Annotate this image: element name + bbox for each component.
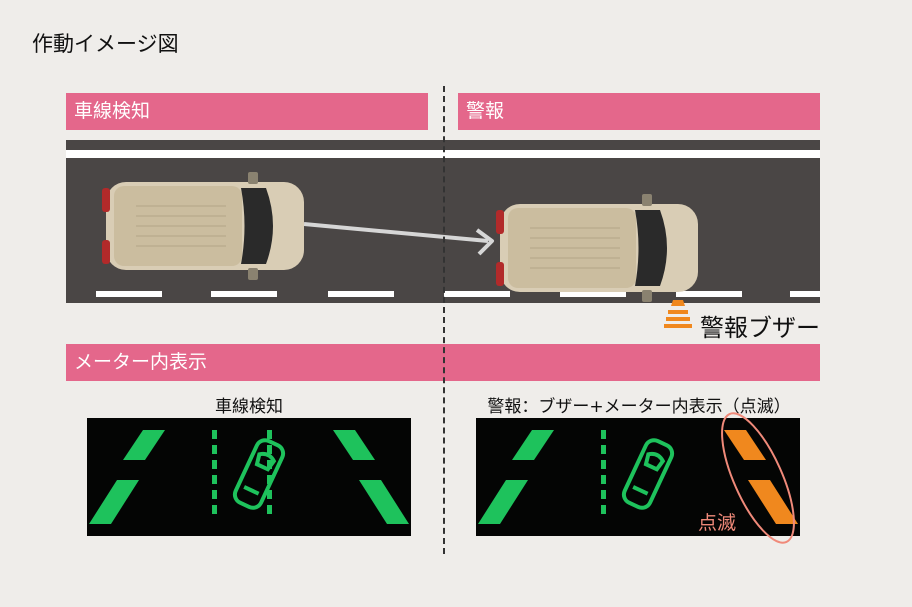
meter-car-icon (232, 438, 286, 510)
car-left (102, 172, 304, 280)
lane-marker-right (333, 430, 409, 524)
road-illustration (66, 140, 820, 303)
lane-marker-left (478, 430, 554, 524)
lane-marker-center (212, 430, 272, 514)
lane-marker-left (89, 430, 165, 524)
buzzer-label: 警報ブザー (700, 314, 820, 342)
meter-panel-detect (87, 418, 411, 536)
meter-caption-warning: 警報：ブザー+メーター内表示（点滅） (487, 397, 791, 417)
section-header-warning: 警報 (458, 93, 820, 130)
car-right (496, 194, 698, 302)
trajectory-arrow (303, 222, 494, 256)
section-divider (443, 86, 445, 554)
blink-label: 点滅 (698, 512, 737, 534)
blink-highlight-ellipse (721, 412, 795, 544)
buzzer-icon (664, 300, 692, 328)
meter-car-icon (621, 438, 675, 510)
lane-marker-center (601, 430, 606, 514)
meter-panel-warning (476, 418, 800, 536)
lane-dashes (96, 291, 820, 297)
meter-caption-detect: 車線検知 (215, 397, 283, 417)
section-header-detect: 車線検知 (66, 93, 428, 130)
lane-marker-right-warning (724, 430, 798, 524)
page-title: 作動イメージ図 (32, 32, 179, 56)
